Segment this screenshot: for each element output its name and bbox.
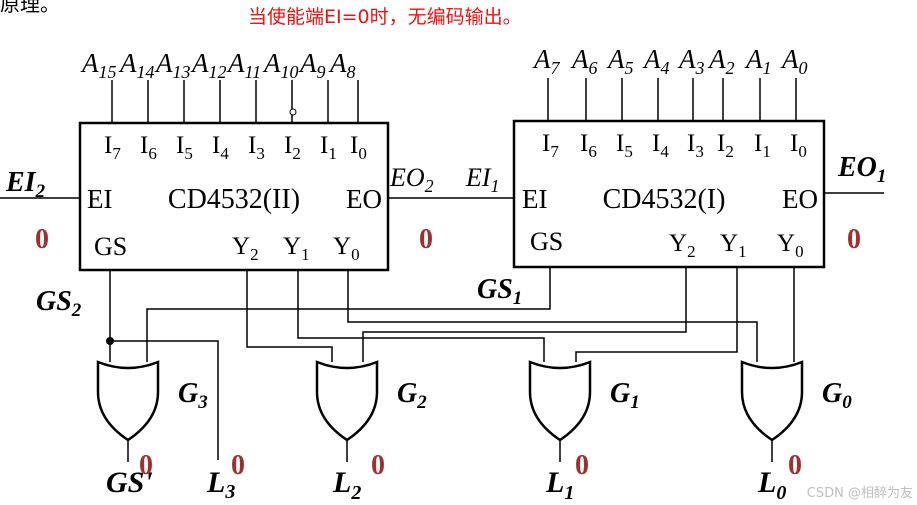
chip-2-input-A9: A9 bbox=[298, 48, 326, 82]
chip-1-name: CD4532(I) bbox=[603, 184, 726, 215]
chip-1-input-A4: A4 bbox=[642, 44, 670, 78]
or-gate-G1 bbox=[528, 360, 592, 442]
chip-1-input-A7: A7 bbox=[532, 44, 561, 78]
chip-2-pin-I7: I7 bbox=[104, 132, 121, 163]
chip-2: CD4532(II) EI EO GS I7 I6 I5 I4 I3 I2 I1 I0 Y2 Y… bbox=[78, 48, 390, 272]
zero-l2: 0 bbox=[371, 450, 385, 481]
l3-label: L3 bbox=[206, 466, 235, 503]
zero-gs-out: 0 bbox=[139, 450, 153, 481]
gate-output-L0: L0 bbox=[757, 466, 786, 504]
chip-1-pin-I1: I1 bbox=[754, 130, 771, 161]
y0-ii-wire bbox=[347, 270, 758, 362]
gate-output-L2: L2 bbox=[332, 466, 361, 504]
gate-output-GS': GS' bbox=[106, 466, 153, 499]
gs1-label: GS1 bbox=[477, 274, 522, 309]
chip-1-out-Y0: Y0 bbox=[777, 230, 804, 261]
zero-eo2: 0 bbox=[419, 224, 433, 255]
chip-1-input-A0: A0 bbox=[780, 44, 808, 78]
zero-l1: 0 bbox=[575, 450, 589, 481]
zero-l3: 0 bbox=[231, 450, 245, 481]
chip-2-gs-label: GS bbox=[94, 232, 127, 261]
chip-2-input-A11: A11 bbox=[226, 48, 261, 82]
junction-dot bbox=[106, 337, 114, 345]
inversion-bubble bbox=[289, 108, 297, 116]
ei1-label: EI1 bbox=[465, 163, 500, 196]
chip-2-input-A15: A15 bbox=[80, 48, 117, 82]
chip-2-pin-I0: I0 bbox=[350, 132, 367, 163]
or-gate-G0 bbox=[740, 360, 804, 442]
chip-1-out-Y2: Y2 bbox=[669, 230, 696, 261]
y1-ii-wire bbox=[297, 270, 545, 362]
gs2-label: GS2 bbox=[36, 286, 82, 321]
gate-label-G1: G1 bbox=[610, 378, 640, 413]
chip-1-out-Y1: Y1 bbox=[720, 230, 747, 261]
ei2-label: EI2 bbox=[5, 167, 46, 202]
chip-2-input-A13: A13 bbox=[154, 48, 191, 82]
watermark: CSDN @相醉为友 bbox=[806, 486, 913, 501]
eo1-label: EO1 bbox=[837, 152, 886, 187]
chip-2-pin-I5: I5 bbox=[176, 132, 193, 163]
chip-2-pin-I2: I2 bbox=[284, 132, 301, 163]
chip-1-pin-I2: I2 bbox=[717, 130, 734, 161]
chip-2-eo-label: EO bbox=[346, 184, 382, 214]
chip-1-pin-I7: I7 bbox=[542, 130, 559, 161]
chip-2-pin-I6: I6 bbox=[140, 132, 157, 163]
chip-2-pin-I1: I1 bbox=[320, 132, 337, 163]
chip-1-pin-I4: I4 bbox=[652, 130, 669, 161]
chip-1-input-A5: A5 bbox=[606, 44, 634, 78]
signal-labels: EI2 EO2 EI1 EO1 GS2 GS1 L3 bbox=[5, 152, 886, 503]
gate-label-G0: G0 bbox=[822, 378, 852, 413]
chip-2-input-A10: A10 bbox=[262, 48, 299, 82]
chip-1: CD4532(I) EI EO GS I7 I6 I5 I4 I3 I2 I1 I0 Y2 Y1… bbox=[512, 44, 826, 269]
chip-1-input-A6: A6 bbox=[570, 44, 598, 78]
chip-2-body bbox=[78, 121, 390, 272]
chip-2-input-A8: A8 bbox=[328, 48, 356, 82]
chip-2-pin-I4: I4 bbox=[212, 132, 229, 163]
chip-2-out-Y2: Y2 bbox=[232, 233, 259, 264]
zero-l0: 0 bbox=[788, 450, 802, 481]
wires bbox=[0, 192, 884, 462]
gs2-to-l3-wire bbox=[110, 340, 219, 460]
enable-note: 当使能端EI=0时，无编码输出。 bbox=[248, 6, 522, 28]
chip-1-eo-label: EO bbox=[782, 184, 818, 214]
chip-1-pin-I5: I5 bbox=[616, 130, 633, 161]
chip-1-body bbox=[512, 119, 826, 269]
or-gate-G2 bbox=[315, 360, 379, 442]
chip-1-input-A1: A1 bbox=[744, 44, 772, 78]
chip-2-out-Y0: Y0 bbox=[333, 233, 360, 264]
zero-eo1: 0 bbox=[847, 224, 861, 255]
gate-label-G2: G2 bbox=[397, 378, 427, 413]
chip-2-name: CD4532(II) bbox=[168, 184, 300, 215]
chip-2-ei-label: EI bbox=[87, 184, 112, 214]
or-gate-G3 bbox=[96, 360, 160, 442]
y2-i-wire bbox=[362, 267, 687, 362]
chip-2-input-A12: A12 bbox=[190, 48, 227, 82]
chip-1-gs-label: GS bbox=[530, 227, 563, 256]
gate-label-G3: G3 bbox=[178, 378, 208, 413]
chip-1-input-A2: A2 bbox=[707, 44, 735, 78]
zero-markers: 0 0 0 0 0 0 0 0 bbox=[35, 224, 861, 481]
chip-1-pin-I0: I0 bbox=[790, 130, 807, 161]
chip-2-input-A14: A14 bbox=[118, 48, 155, 82]
y1-i-wire bbox=[575, 267, 738, 362]
zero-ei2: 0 bbox=[35, 224, 49, 255]
clipped-heading: 原理。 bbox=[0, 0, 60, 16]
chip-2-pin-I3: I3 bbox=[248, 132, 265, 163]
eo2-label: EO2 bbox=[389, 163, 434, 196]
chip-1-pin-I6: I6 bbox=[580, 130, 597, 161]
gate-output-L1: L1 bbox=[545, 466, 574, 504]
chip-2-out-Y1: Y1 bbox=[283, 233, 310, 264]
chip-1-ei-label: EI bbox=[522, 184, 547, 214]
chip-1-input-A3: A3 bbox=[677, 44, 705, 78]
chip-1-pin-I3: I3 bbox=[687, 130, 704, 161]
y2-ii-wire bbox=[246, 270, 333, 362]
